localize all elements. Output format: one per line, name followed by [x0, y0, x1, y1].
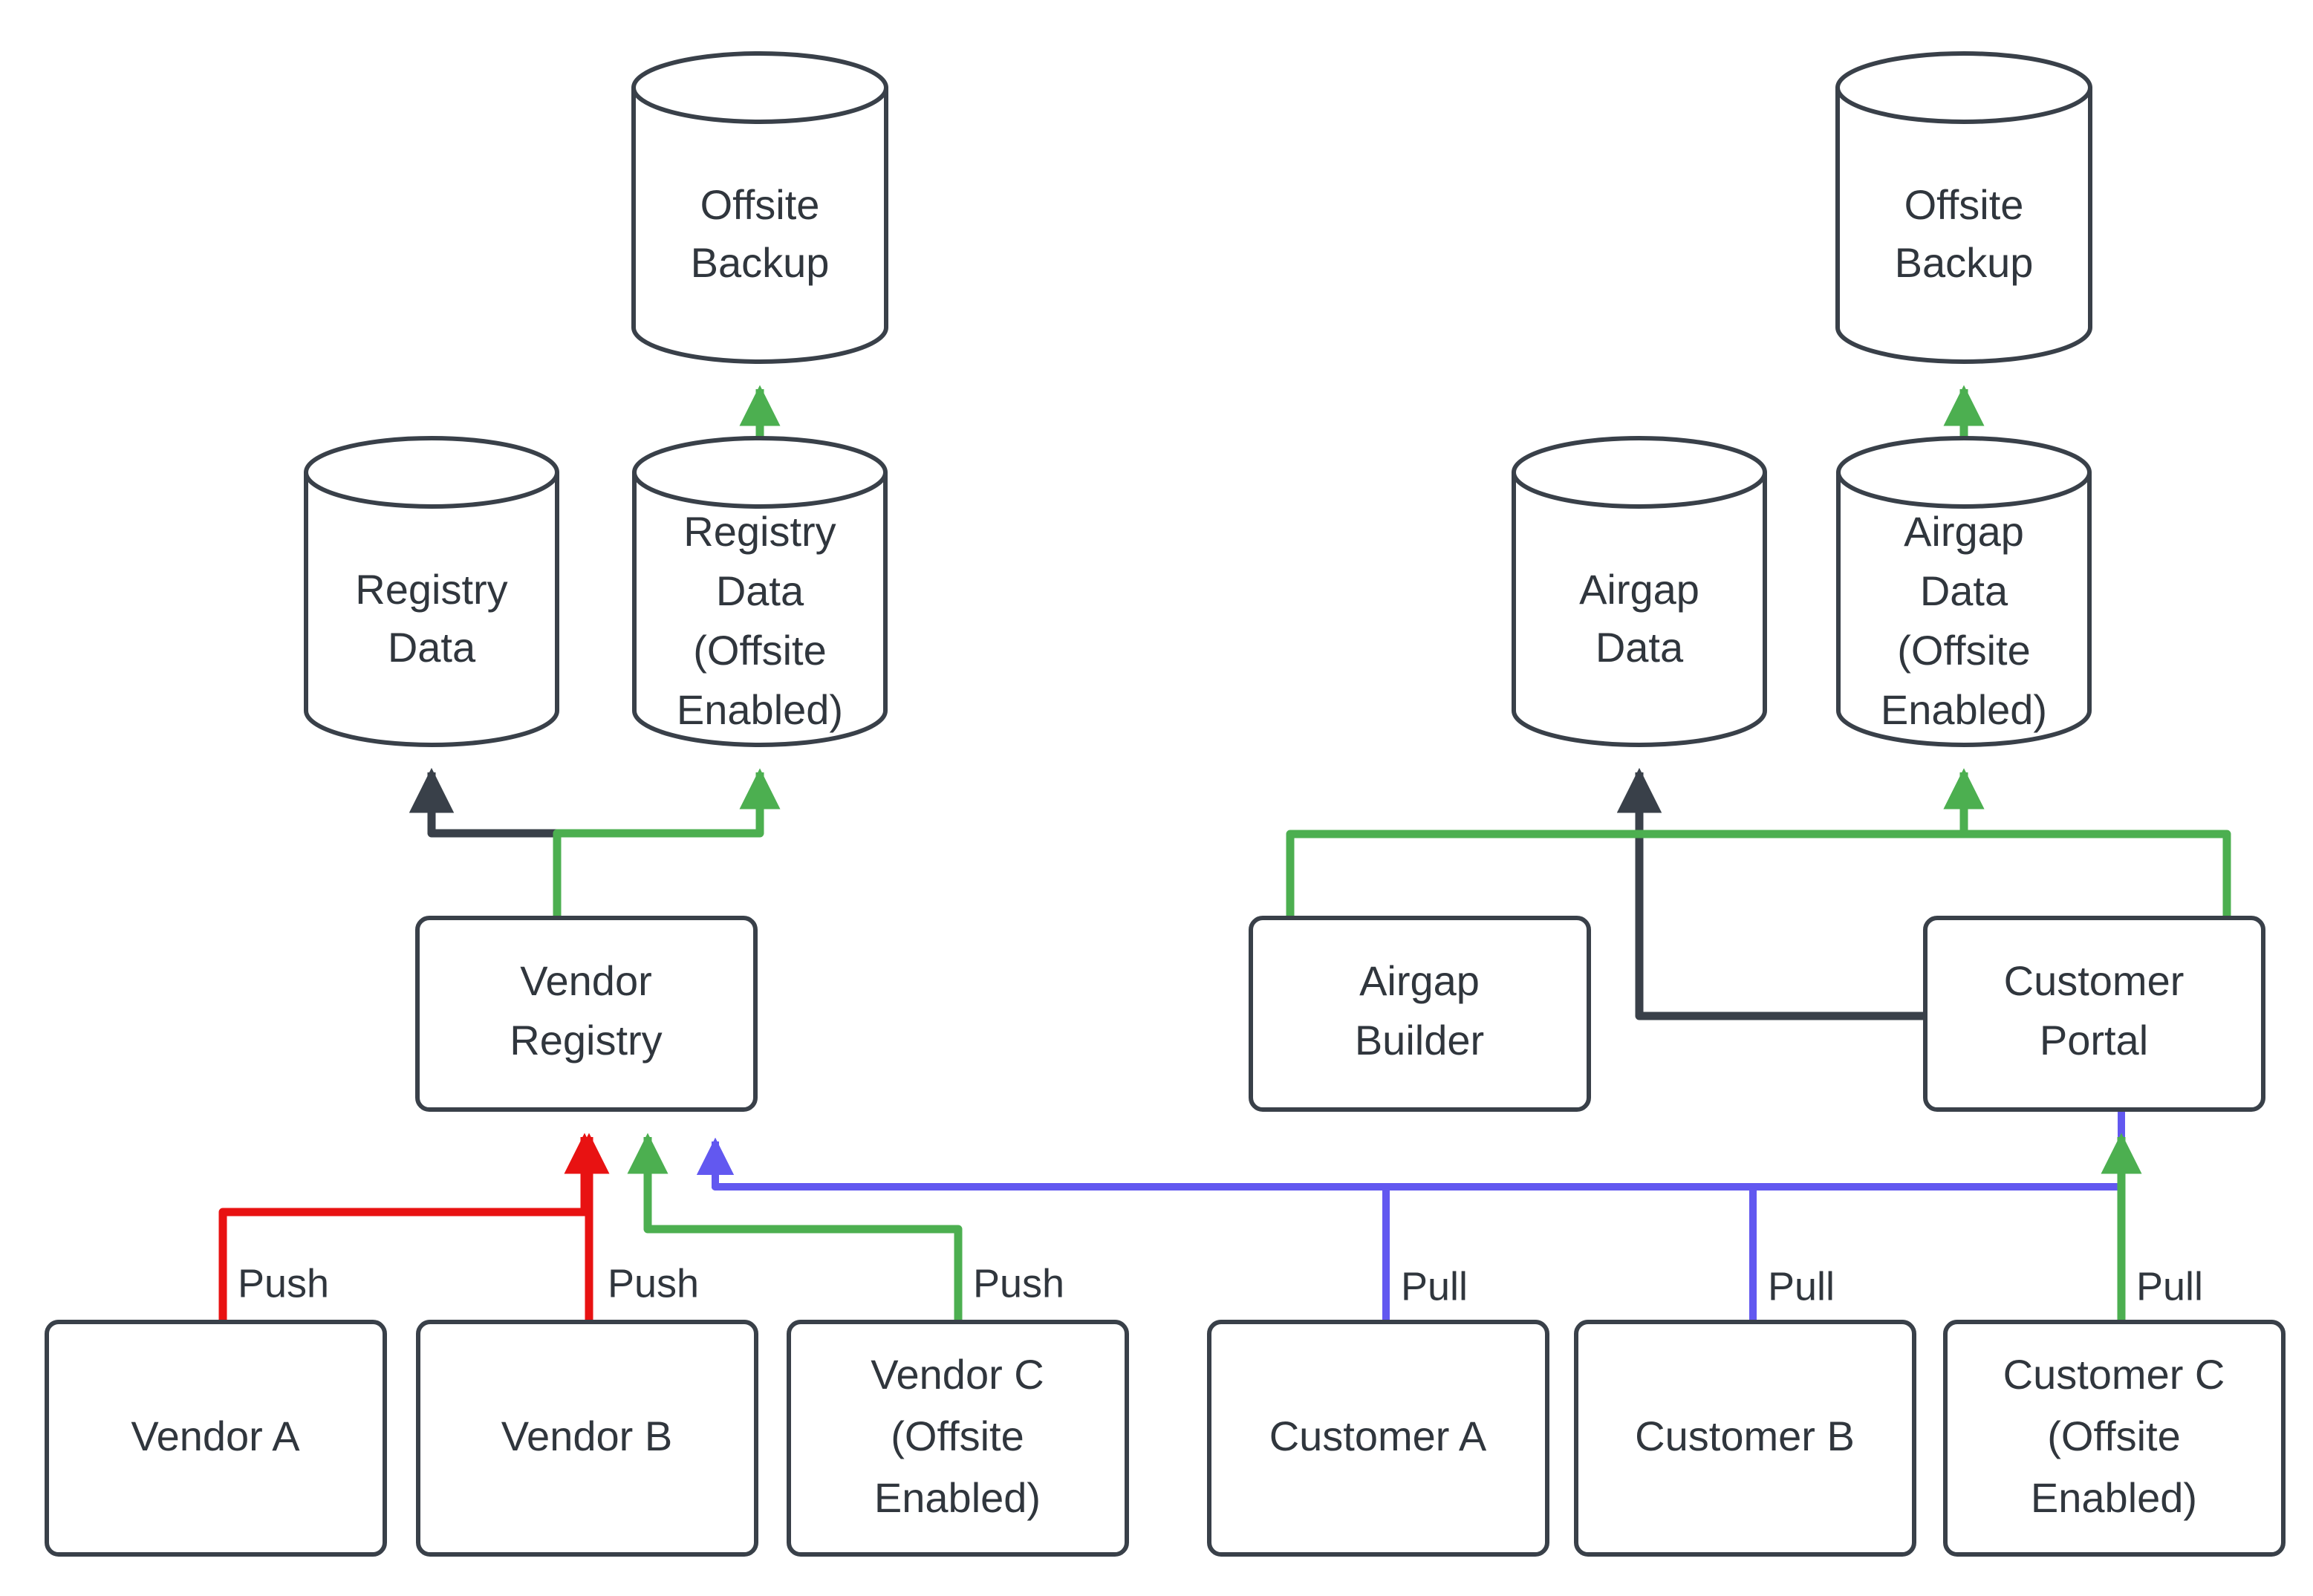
node-label: (Offsite: [693, 627, 826, 674]
node-label: Customer: [2004, 957, 2184, 1004]
node-label: Airgap: [1579, 566, 1699, 613]
edge-vendor-c-to-vendor-registry: [627, 1133, 963, 1322]
node-registry-data-offsite[interactable]: Registry Data (Offsite Enabled): [632, 436, 888, 747]
node-label: Vendor C: [871, 1351, 1044, 1398]
edge-customer-portal-to-airgap-data-offsite: [1943, 768, 2231, 918]
node-label: Registry: [510, 1017, 662, 1064]
edge-customer-portal-to-airgap-data: [1616, 767, 1925, 1020]
edge-label-push-vendor-a: Push: [238, 1261, 329, 1306]
node-airgap-builder[interactable]: Airgap Builder: [1249, 916, 1591, 1112]
node-label: Registry: [355, 566, 507, 613]
node-vendor-a[interactable]: Vendor A: [45, 1320, 387, 1557]
node-offsite-backup-right[interactable]: Offsite Backup: [1835, 51, 2092, 364]
edge-label-pull-customer-a: Pull: [1401, 1264, 1468, 1309]
node-airgap-data[interactable]: Airgap Data: [1512, 436, 1767, 747]
node-customer-portal[interactable]: Customer Portal: [1923, 916, 2265, 1112]
edge-customer-portal-to-vendor-registry: [697, 1110, 2125, 1191]
node-label: Customer A: [1269, 1413, 1487, 1459]
edge-vendor-registry-to-registry-data-offsite: [553, 768, 781, 918]
edge-label-push-vendor-b: Push: [608, 1261, 699, 1306]
node-label: Vendor B: [501, 1413, 672, 1459]
edge-label-push-vendor-c: Push: [973, 1261, 1064, 1306]
node-label: Offsite: [700, 181, 820, 228]
edge-airgap-builder-to-airgap-data-offsite: [1286, 768, 1985, 918]
node-label: (Offsite: [2047, 1413, 2180, 1459]
node-label: (Offsite: [1897, 627, 2030, 674]
node-vendor-b[interactable]: Vendor B: [416, 1320, 758, 1557]
edge-vendor-registry-to-registry-data: [409, 767, 562, 918]
node-vendor-registry[interactable]: Vendor Registry: [415, 916, 758, 1112]
node-label: Enabled): [677, 686, 843, 733]
node-customer-b[interactable]: Customer B: [1574, 1320, 1916, 1557]
node-vendor-c[interactable]: Vendor C (Offsite Enabled): [787, 1320, 1129, 1557]
node-label: Enabled): [1881, 686, 2047, 733]
node-label: Vendor: [520, 957, 652, 1004]
node-label: (Offsite: [891, 1413, 1024, 1459]
node-label: Data: [388, 624, 476, 671]
node-label: Enabled): [2031, 1474, 2197, 1521]
node-customer-c[interactable]: Customer C (Offsite Enabled): [1943, 1320, 2286, 1557]
node-label: Enabled): [874, 1474, 1041, 1521]
node-label: Registry: [683, 508, 836, 555]
node-customer-a[interactable]: Customer A: [1207, 1320, 1549, 1557]
node-label: Vendor A: [131, 1413, 300, 1459]
node-label: Airgap: [1359, 957, 1480, 1004]
node-label: Airgap: [1904, 508, 2024, 555]
node-label: Builder: [1355, 1017, 1484, 1064]
node-label: Backup: [1895, 239, 2034, 286]
edge-label-pull-customer-c: Pull: [2136, 1264, 2203, 1309]
node-label: Data: [1920, 567, 2008, 614]
node-offsite-backup-left[interactable]: Offsite Backup: [631, 51, 888, 364]
edge-label-pull-customer-b: Pull: [1768, 1264, 1835, 1309]
node-label: Offsite: [1904, 181, 2024, 228]
edge-vendor-a-to-vendor-registry: [218, 1133, 605, 1322]
node-label: Data: [1595, 624, 1684, 671]
node-label: Backup: [691, 239, 830, 286]
node-label: Customer C: [2003, 1351, 2225, 1398]
node-label: Data: [716, 567, 804, 614]
node-registry-data[interactable]: Registry Data: [304, 436, 559, 747]
node-label: Customer B: [1635, 1413, 1855, 1459]
node-airgap-data-offsite[interactable]: Airgap Data (Offsite Enabled): [1836, 436, 2092, 747]
node-label: Portal: [2040, 1017, 2148, 1064]
